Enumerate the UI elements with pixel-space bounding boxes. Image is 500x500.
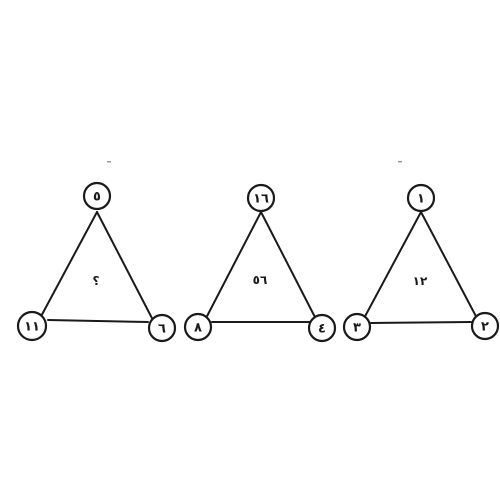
triangle-2-top-node: ١٦ <box>246 183 276 213</box>
node-value: ٣ <box>353 321 361 336</box>
node-circle <box>470 311 500 341</box>
node-value: ٨ <box>194 321 202 336</box>
triangle-3: ١ ٣ ٢ ١٢ <box>342 183 500 342</box>
triangle-1-top-node: ٥ <box>82 181 112 211</box>
node-value: ٢ <box>481 320 489 335</box>
triangle-2-center-value: ٥٦ <box>253 273 268 287</box>
triangle-2-bottom-left-node: ٨ <box>183 312 213 342</box>
node-value: ١٦ <box>253 192 269 207</box>
triangle-1-bottom-left-node: ١١ <box>16 310 48 342</box>
node-circle <box>16 310 48 342</box>
triangle-1-base-edge <box>47 319 149 323</box>
node-value: ٤ <box>318 322 326 337</box>
triangle-3-bottom-right-node: ٢ <box>470 311 500 341</box>
triangle-1: ٥ ١١ ٦ ؟ <box>16 181 177 343</box>
node-circle <box>183 312 213 342</box>
triangle-1-left-edge <box>37 211 98 323</box>
triangle-3-base-edge <box>370 321 472 324</box>
triangle-3-center-value: ١٢ <box>413 274 428 288</box>
node-value: ٦ <box>158 322 166 337</box>
node-circle <box>246 183 276 213</box>
triangle-3-right-edge <box>420 211 480 323</box>
node-circle <box>406 183 436 213</box>
node-circle <box>307 313 337 343</box>
node-value: ١١ <box>24 320 40 335</box>
triangle-1-center-value: ؟ <box>93 274 100 288</box>
scan-speck <box>107 161 111 163</box>
triangle-3-top-node: ١ <box>406 183 436 213</box>
triangle-3-left-edge <box>361 211 422 323</box>
node-circle <box>82 181 112 211</box>
triangle-1-right-edge <box>96 211 156 325</box>
scan-speck <box>398 161 402 163</box>
node-circle <box>342 312 372 342</box>
triangle-3-bottom-left-node: ٣ <box>342 312 372 342</box>
triangle-2-right-edge <box>260 211 319 324</box>
node-value: ١ <box>417 192 425 207</box>
triangle-2: ١٦ ٨ ٤ ٥٦ <box>183 183 337 343</box>
triangle-2-left-edge <box>203 211 262 323</box>
node-value: ٥ <box>93 190 101 205</box>
node-circle <box>147 313 177 343</box>
triangle-2-bottom-right-node: ٤ <box>307 313 337 343</box>
triangle-1-bottom-right-node: ٦ <box>147 313 177 343</box>
